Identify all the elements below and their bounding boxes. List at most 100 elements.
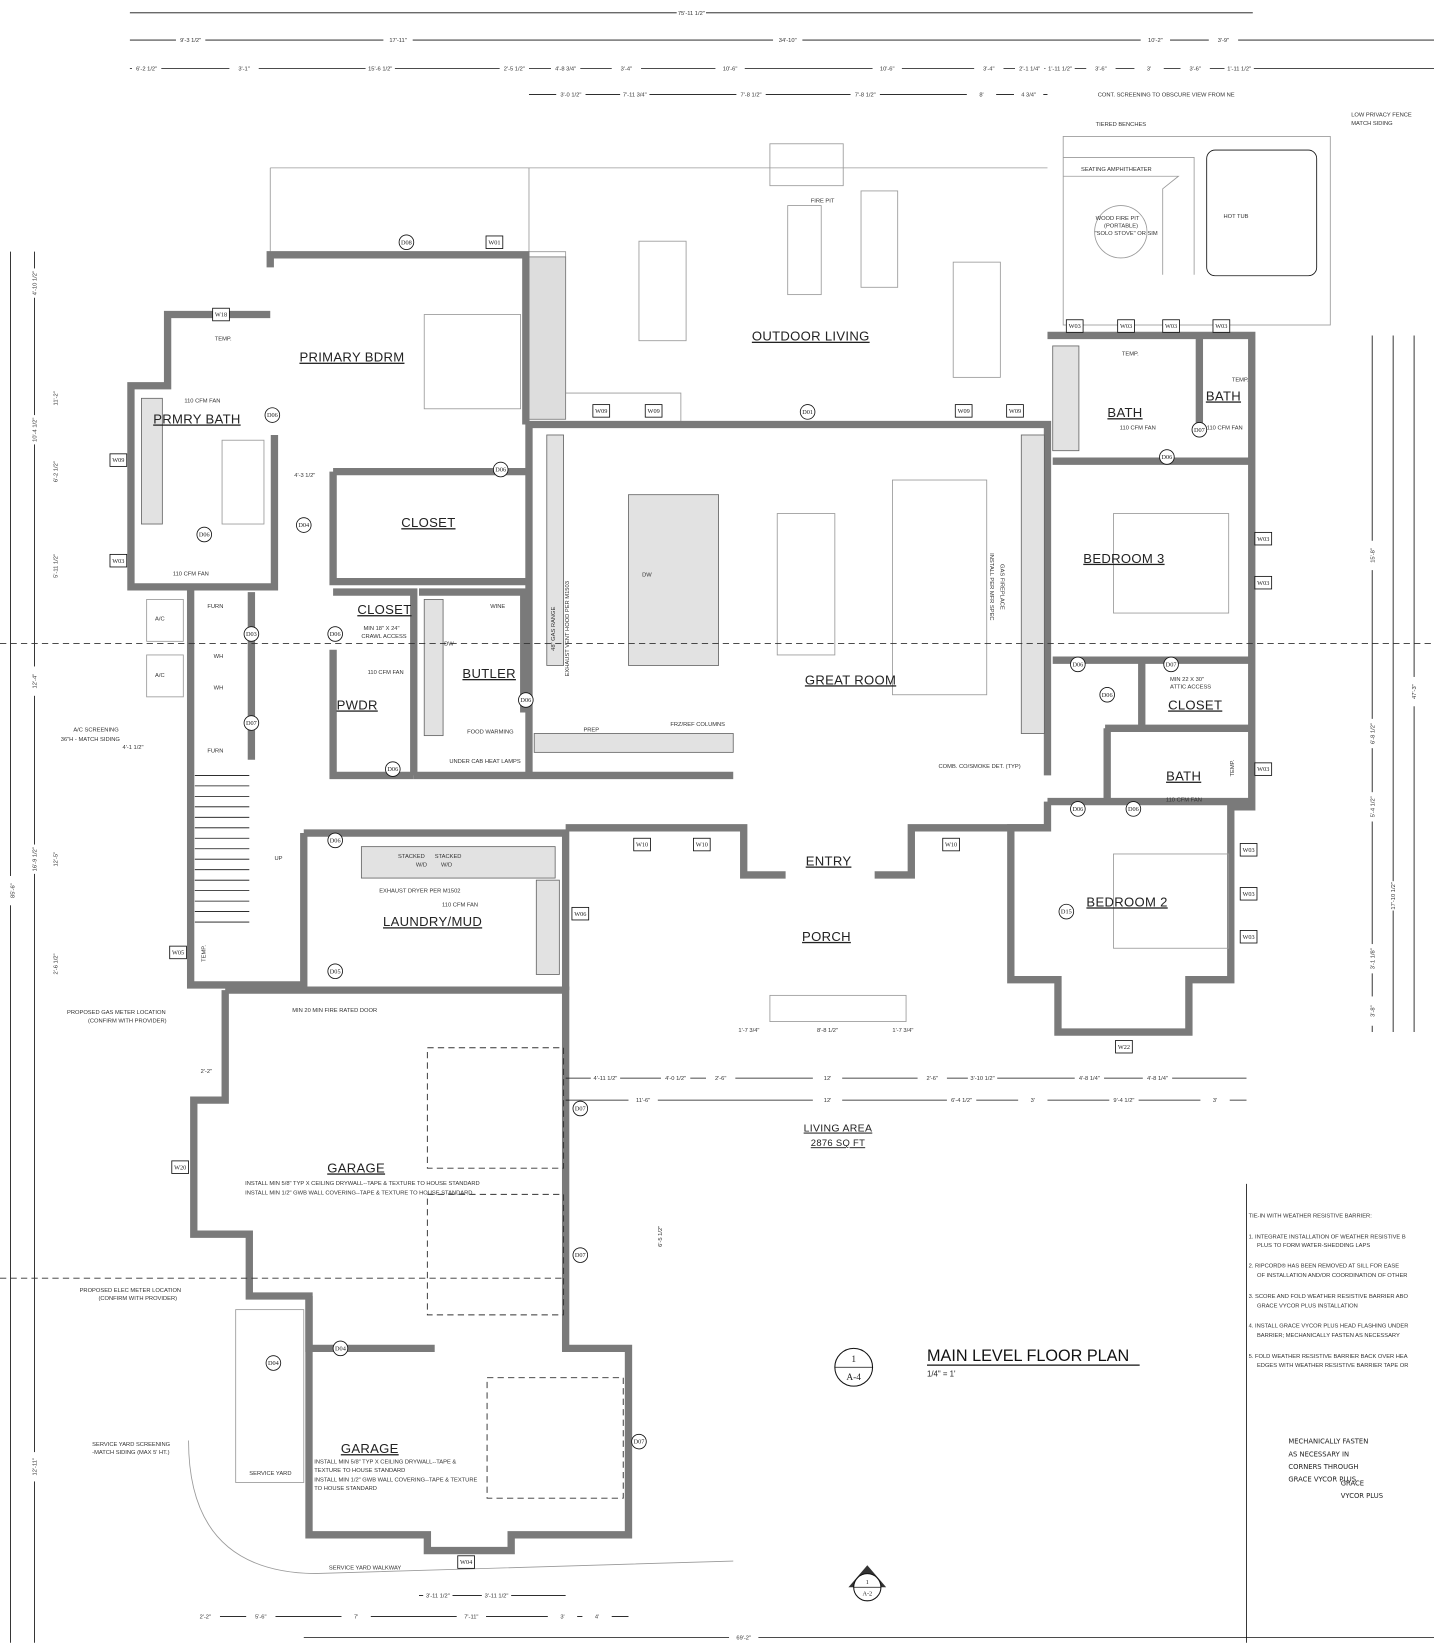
dimension-label: 3'-8" — [1370, 1005, 1376, 1016]
door-tag-icon — [264, 407, 281, 423]
door-tag-icon — [799, 404, 816, 420]
room-label: OUTDOOR LIVING — [752, 329, 870, 344]
note-text: A/C — [155, 673, 165, 679]
weather-barrier-note: GRACE VYCOR PLUS — [1288, 1475, 1356, 1483]
door-tag: D04 — [335, 1345, 347, 1352]
note-text: 48" GAS RANGE — [551, 606, 557, 650]
window-tag-box — [954, 404, 973, 418]
dimension-label: 3' — [1147, 66, 1151, 72]
living-area-value: 2876 SQ FT — [811, 1137, 865, 1148]
note-text: WH — [214, 654, 224, 660]
door-tag: D06 — [1128, 806, 1139, 813]
dimension-label: 12'-11" — [33, 1458, 39, 1475]
note-text: SERVICE YARD WALKWAY — [329, 1565, 401, 1571]
dimension-label: 11'-2" — [54, 391, 60, 405]
note-text: (CONFIRM WITH PROVIDER) — [98, 1296, 177, 1302]
window-tag-box — [1239, 843, 1258, 857]
note-text: COMB. CO/SMOKE DET. (TYP) — [939, 764, 1021, 770]
drawing-title: MAIN LEVEL FLOOR PLAN — [927, 1347, 1129, 1365]
note-text: TIERED BENCHES — [1096, 122, 1147, 128]
window-tag: W05 — [172, 950, 184, 957]
note-text: TO HOUSE STANDARD — [314, 1486, 377, 1492]
window-tag-box — [212, 307, 230, 322]
window-tag-box — [1254, 531, 1273, 546]
note-text: MIN 20 MIN FIRE RATED DOOR — [292, 1008, 377, 1014]
window-tag: W09 — [1009, 408, 1021, 415]
window-tag-box — [571, 906, 590, 921]
door-tag-icon — [196, 526, 213, 543]
dimension-label: 12' — [824, 1098, 832, 1104]
room-label: GREAT ROOM — [805, 672, 896, 687]
dimension-label: 1'-7 3/4" — [738, 1028, 759, 1034]
weather-barrier-notes: TIE-IN WITH WEATHER RESISTIVE BARRIER:1.… — [1246, 1183, 1409, 1643]
dimension-label: 6'-4 1/2" — [951, 1098, 972, 1104]
window-tag: W20 — [174, 1164, 186, 1171]
door-tag-icon — [296, 517, 312, 533]
door-tag: D06 — [387, 766, 398, 773]
window-tag-box — [942, 837, 960, 852]
door-tag-icon — [572, 1100, 589, 1117]
site-outlines — [188, 136, 1331, 1575]
dimension-label: 7' — [354, 1615, 358, 1621]
window-tag: W09 — [112, 457, 124, 464]
door-tag: D07 — [634, 1439, 645, 1446]
weather-barrier-note: 4. INSTALL GRACE VYCOR PLUS HEAD FLASHIN… — [1249, 1323, 1409, 1329]
window-tag-box — [1254, 575, 1273, 590]
door-tag-icon — [243, 626, 260, 642]
door-tag-icon — [1099, 687, 1115, 703]
note-text: WH — [214, 686, 224, 692]
note-text: EXHAUST DRYER PER M1502 — [379, 889, 460, 895]
window-tag-box — [644, 404, 663, 418]
dimension-label: 6'-2 1/2" — [136, 66, 157, 72]
dimension-labels: 75'-11 1/2"9'-3 1/2"17'-11"34'-10"10'-2"… — [9, 9, 1418, 1642]
room-label: PRMRY BATH — [153, 411, 240, 426]
door-tag-icon — [1058, 903, 1075, 920]
dimension-label: 5'-11 1/2" — [54, 554, 60, 578]
annotation-notes: CONT. SCREENING TO OBSCURE VIEW FROM NET… — [61, 93, 1412, 1572]
dimension-label: 4'-0 1/2" — [665, 1076, 686, 1082]
note-text: 110 CFM FAN — [1207, 426, 1243, 432]
window-tag: W10 — [696, 842, 708, 849]
dimension-label: 2'-6" — [715, 1076, 726, 1082]
weather-barrier-note: 5. FOLD WEATHER RESISTIVE BARRIER BACK O… — [1249, 1354, 1408, 1360]
door-tag-icon — [385, 761, 401, 777]
window-tag: W03 — [1243, 934, 1255, 941]
note-text: (PORTABLE) — [1104, 224, 1138, 230]
note-text: (CONFIRM WITH PROVIDER) — [88, 1019, 167, 1025]
note-text: FRZ/REF COLUMNS — [670, 722, 725, 728]
weather-barrier-note: AS NECESSARY IN — [1288, 1450, 1349, 1458]
door-tag-icon — [398, 234, 415, 250]
note-text: W/D — [416, 863, 427, 869]
drawing-scale: 1/4" = 1' — [927, 1370, 956, 1379]
dimension-label: 3'-4" — [621, 66, 632, 72]
window-tag-box — [633, 837, 651, 852]
section-sheet: A-2 — [862, 1591, 872, 1598]
room-label: PRIMARY BDRM — [299, 350, 404, 365]
window-tag-box — [1065, 319, 1084, 333]
window-tag: W03 — [1257, 766, 1269, 773]
living-area-label: LIVING AREA — [804, 1124, 873, 1135]
note-text: STACKED — [435, 854, 462, 860]
note-text: SERVICE YARD — [249, 1471, 291, 1477]
dimension-label: 4'-8 1/4" — [1147, 1076, 1168, 1082]
window-tag: W03 — [1243, 847, 1255, 854]
note-text: MIN 22 X 30" — [1170, 677, 1204, 683]
window-tag-box — [171, 1160, 189, 1174]
drawing-sheet: A-4 — [846, 1373, 861, 1383]
dimension-label: 6'-5 1/2" — [658, 1226, 664, 1247]
weather-barrier-note: CORNERS THROUGH — [1288, 1463, 1358, 1471]
window-tag: W03 — [112, 558, 124, 565]
door-tag-icon — [1191, 421, 1208, 438]
weather-barrier-note: MECHANICALLY FASTEN — [1288, 1438, 1368, 1446]
room-label: BATH — [1166, 769, 1201, 784]
dimension-label: 75'-11 1/2" — [678, 11, 705, 17]
dimension-label: 6'-2 1/2" — [54, 461, 60, 482]
weather-barrier-note: EDGES WITH WEATHER RESISTIVE BARRIER TAP… — [1257, 1363, 1408, 1369]
door-tag-icon — [1070, 801, 1086, 817]
weather-barrier-note: OF INSTALLATION AND/OR COORDINATION OF O… — [1257, 1273, 1407, 1279]
door-tag: D06 — [330, 837, 341, 844]
dimension-label: 2'-2" — [201, 1069, 212, 1075]
window-tag-box — [1115, 1040, 1133, 1054]
room-label: BEDROOM 3 — [1083, 551, 1164, 566]
